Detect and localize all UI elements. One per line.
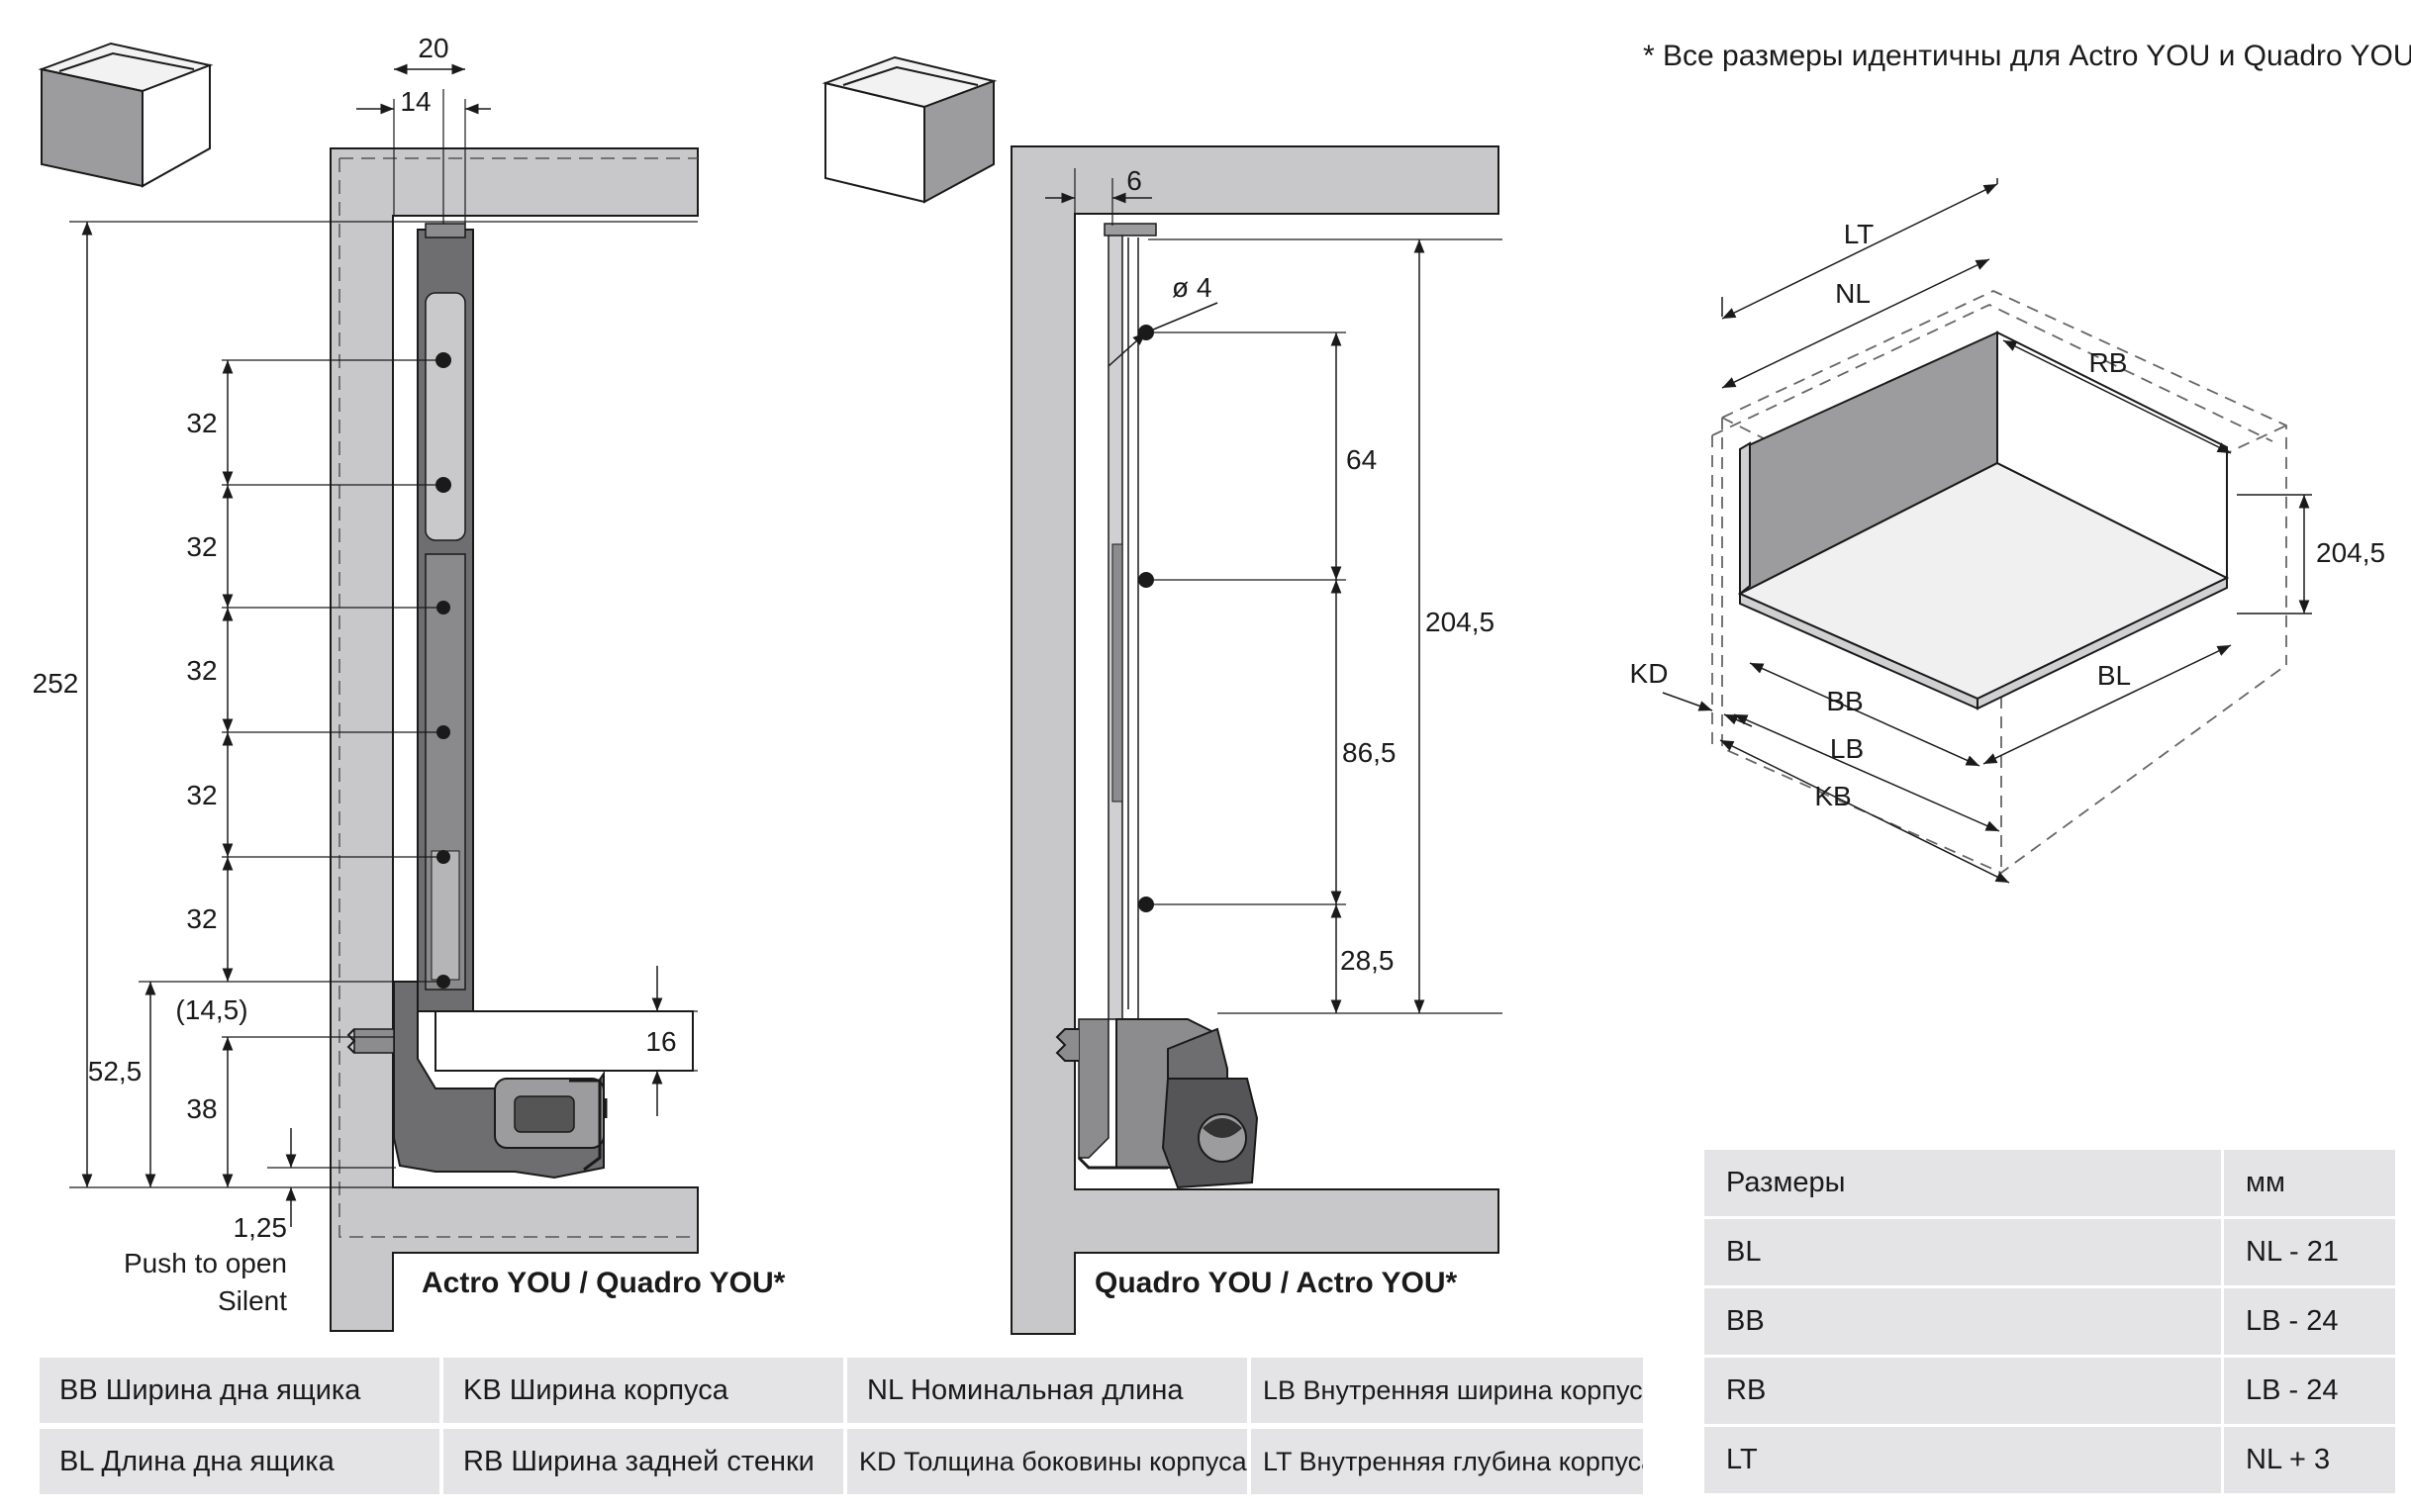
- dimension-labels-left: 20 14 252 32 32 32 32 32 (14,5) 52,5 38 …: [33, 33, 786, 1316]
- table-header-dimension: Размеры: [1704, 1150, 2221, 1216]
- table-row: LT NL + 3: [1704, 1427, 2395, 1493]
- legend-lt: LT Внутренняя глубина корпуса: [1251, 1429, 1643, 1494]
- table-row: RB LB - 24: [1704, 1358, 2395, 1424]
- cabinet-panel-left: [330, 147, 699, 1332]
- right-view-title: Quadro YOU / Actro YOU*: [1095, 1267, 1458, 1299]
- table-cell-value: LB - 24: [2224, 1288, 2395, 1355]
- legend-kd: KD Толщина боковины корпуса: [847, 1429, 1247, 1494]
- table-cell-key: LT: [1704, 1427, 2221, 1493]
- drawer-icon-left: [38, 42, 214, 188]
- iso-height: 204,5: [2316, 537, 2385, 568]
- table-cell-value: LB - 24: [2224, 1358, 2395, 1424]
- dim-pitch-1: 32: [186, 408, 217, 438]
- dim-86-5: 86,5: [1342, 737, 1397, 768]
- table-cell-key: BB: [1704, 1288, 2221, 1355]
- dim-pitch-5: 32: [186, 903, 217, 934]
- silent-label: Silent: [218, 1285, 287, 1316]
- legend-nl: NL Номинальная длина: [847, 1358, 1247, 1423]
- mounting-holes-middle: [1138, 325, 1154, 912]
- left-section-view: 20 14 252 32 32 32 32 32 (14,5) 52,5 38 …: [33, 33, 786, 1332]
- iso-lb: LB: [1830, 733, 1864, 764]
- drawer-icon-middle: [821, 55, 998, 204]
- legend-kb: KB Ширина корпуса: [443, 1358, 843, 1423]
- dim-1-25: 1,25: [234, 1212, 288, 1243]
- iso-nl: NL: [1835, 278, 1871, 309]
- dimensions-table: Размеры мм BL NL - 21 BB LB - 24 RB LB -…: [1704, 1150, 2395, 1496]
- iso-bl: BL: [2097, 660, 2131, 691]
- dim-28-5: 28,5: [1340, 945, 1395, 976]
- iso-lt: LT: [1844, 219, 1875, 249]
- dimension-labels-middle: 6 ø 4 64 86,5 28,5 204,5 Quadro YOU / Ac…: [1095, 165, 1495, 1299]
- table-row: BL NL - 21: [1704, 1219, 2395, 1285]
- dim-14-5: (14,5): [175, 994, 247, 1025]
- isometric-drawer: LT NL RB 204,5 KD BB LB KB BL: [1630, 178, 2386, 884]
- extension-lines-left: [69, 89, 698, 1188]
- legend-rb: RB Ширина задней стенки: [443, 1429, 843, 1494]
- dimension-lines-left: [81, 63, 663, 1227]
- dimension-lines-middle: [1045, 192, 1425, 1013]
- table-header-row: Размеры мм: [1704, 1150, 2395, 1216]
- iso-labels: LT NL RB 204,5 KD BB LB KB BL: [1630, 219, 2386, 811]
- iso-kd: KD: [1630, 658, 1669, 689]
- extension-lines-middle: [1074, 168, 1502, 1014]
- drawer-side-profile: [346, 223, 694, 1180]
- iso-kb: KB: [1814, 781, 1851, 811]
- table-header-mm: мм: [2224, 1150, 2395, 1216]
- dim-6: 6: [1126, 165, 1142, 196]
- table-cell-value: NL - 21: [2224, 1219, 2395, 1285]
- drawer-box: [1737, 331, 2230, 710]
- dim-204-5-middle: 204,5: [1425, 607, 1495, 637]
- abbreviation-legend: BB Ширина дна ящика KB Ширина корпуса NL…: [40, 1358, 1643, 1500]
- iso-bb: BB: [1826, 686, 1863, 716]
- table-cell-key: RB: [1704, 1358, 2221, 1424]
- drawer-side-profile-middle: [1055, 223, 1259, 1189]
- dim-pitch-3: 32: [186, 655, 217, 686]
- cabinet-panel-middle: [1011, 145, 1499, 1335]
- dim-16: 16: [645, 1026, 676, 1057]
- iso-dimension-lines: [1662, 178, 2312, 884]
- technical-drawing: 20 14 252 32 32 32 32 32 (14,5) 52,5 38 …: [33, 33, 2386, 1335]
- dim-38: 38: [186, 1093, 217, 1124]
- table-cell-key: BL: [1704, 1219, 2221, 1285]
- dim-hole: ø 4: [1172, 272, 1211, 303]
- left-view-title: Actro YOU / Quadro YOU*: [422, 1267, 786, 1299]
- push-to-open-label: Push to open: [124, 1248, 287, 1278]
- dim-pitch-2: 32: [186, 531, 217, 562]
- dim-52-5: 52,5: [88, 1056, 143, 1087]
- right-section-view: 6 ø 4 64 86,5 28,5 204,5 Quadro YOU / Ac…: [821, 55, 1502, 1335]
- dim-64: 64: [1346, 444, 1377, 475]
- legend-bl: BL Длина дна ящика: [40, 1429, 439, 1494]
- dim-20: 20: [418, 33, 448, 63]
- dim-252: 252: [33, 668, 79, 699]
- table-row: BB LB - 24: [1704, 1288, 2395, 1355]
- iso-rb: RB: [2089, 347, 2128, 378]
- legend-lb: LB Внутренняя ширина корпуса: [1251, 1358, 1643, 1423]
- legend-bb: BB Ширина дна ящика: [40, 1358, 439, 1423]
- dim-pitch-4: 32: [186, 780, 217, 810]
- dim-14: 14: [400, 86, 431, 117]
- dimensions-note: * Все размеры идентичны для Actro YOU и …: [1643, 40, 2411, 72]
- table-cell-value: NL + 3: [2224, 1427, 2395, 1493]
